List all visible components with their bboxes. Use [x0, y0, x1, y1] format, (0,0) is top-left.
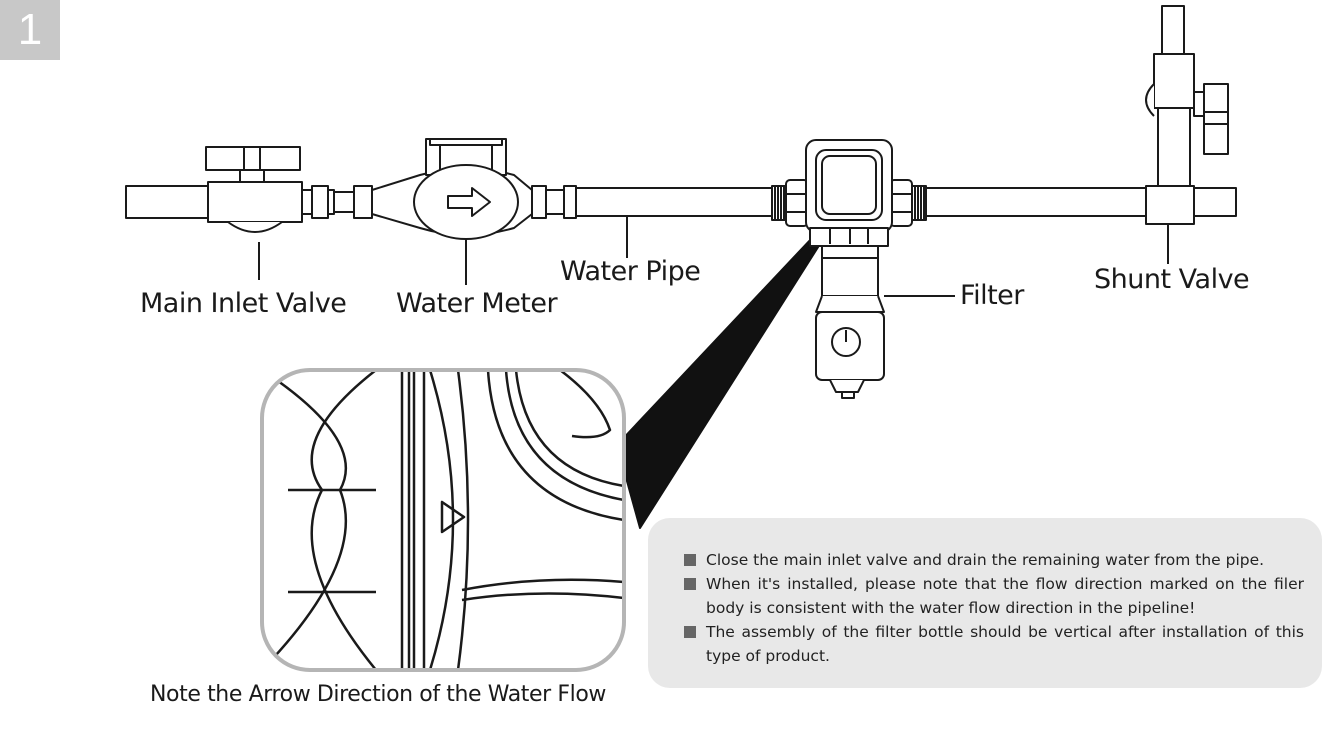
notes-list: Close the main inlet valve and drain the… — [684, 548, 1304, 668]
label-filter: Filter — [960, 280, 1024, 311]
meter-flow-arrow — [447, 187, 491, 217]
note-item: Close the main inlet valve and drain the… — [684, 548, 1304, 572]
label-water-pipe: Water Pipe — [560, 256, 701, 287]
note-text: The assembly of the filter bottle should… — [706, 623, 1304, 665]
step-number-badge: 1 — [0, 0, 60, 60]
water-meter-drawing — [371, 138, 533, 285]
fitting-left-2 — [531, 185, 577, 219]
note-text: Close the main inlet valve and drain the… — [706, 551, 1265, 569]
water-pipe-drawing — [575, 187, 773, 258]
note-item: When it's installed, please note that th… — [684, 572, 1304, 620]
main-inlet-valve-drawing — [125, 146, 303, 280]
pipe-right — [925, 187, 1147, 217]
label-shunt-valve: Shunt Valve — [1094, 264, 1250, 295]
square-bullet-icon — [684, 554, 696, 566]
note-item: The assembly of the filter bottle should… — [684, 620, 1304, 668]
label-water-meter: Water Meter — [396, 288, 558, 319]
filter-drawing — [771, 139, 955, 399]
zoom-frame — [260, 368, 626, 672]
square-bullet-icon — [684, 626, 696, 638]
fitting-left-1 — [301, 185, 373, 219]
instruction-notes: Close the main inlet valve and drain the… — [648, 518, 1322, 688]
zoom-detail — [262, 370, 624, 670]
label-main-inlet-valve: Main Inlet Valve — [140, 288, 347, 319]
square-bullet-icon — [684, 578, 696, 590]
note-text: When it's installed, please note that th… — [706, 575, 1304, 617]
flow-direction-arrow — [440, 500, 466, 534]
shunt-valve-drawing — [1145, 5, 1237, 264]
zoom-caption: Note the Arrow Direction of the Water Fl… — [150, 682, 607, 707]
